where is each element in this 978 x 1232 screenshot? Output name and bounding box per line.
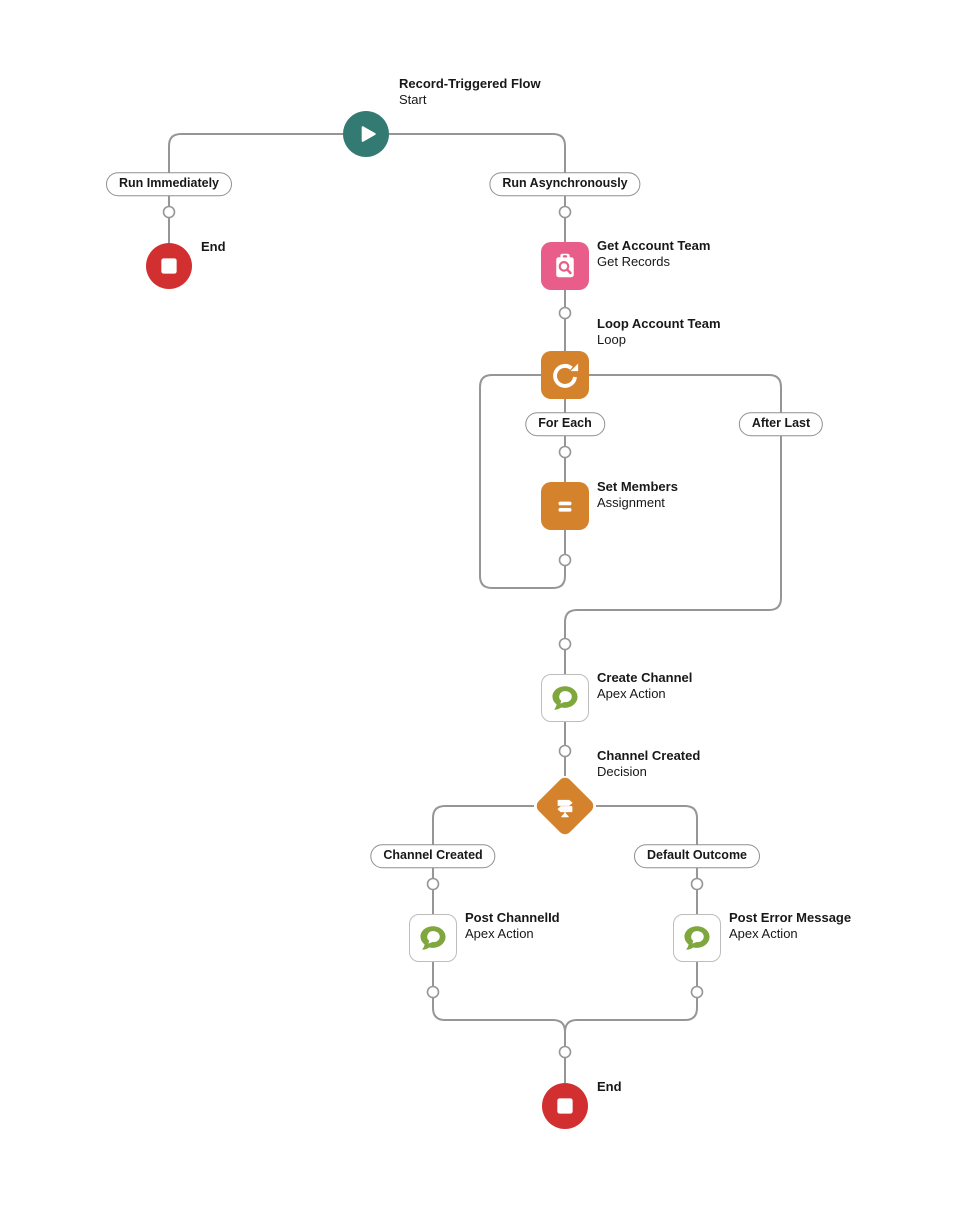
node-subtitle: Apex Action	[729, 926, 798, 941]
connector-start-to-run-asynchronously	[389, 133, 566, 242]
start-title: Record-Triggered Flow	[399, 76, 541, 91]
node-subtitle: Loop	[597, 332, 626, 347]
start-node-label: Record-Triggered Flow Start	[399, 76, 541, 108]
add-node-circle[interactable]	[558, 553, 572, 567]
node-subtitle: Get Records	[597, 254, 670, 269]
branch-label-text: For Each	[538, 416, 592, 431]
add-node-circle[interactable]	[558, 1045, 572, 1059]
end-bottom-label: End	[597, 1079, 622, 1095]
node-title: Post ChannelId	[465, 910, 560, 925]
loop-account-team-node[interactable]	[541, 351, 589, 399]
start-subtitle: Start	[399, 92, 427, 107]
add-node-circle[interactable]	[426, 877, 440, 891]
get-account-team-label: Get Account Team Get Records	[597, 238, 710, 270]
stop-square-icon	[557, 1098, 573, 1114]
add-node-circle[interactable]	[558, 205, 572, 219]
add-node-circle[interactable]	[558, 744, 572, 758]
clipboard-search-icon	[556, 253, 574, 278]
connector-decision-right	[596, 805, 698, 914]
add-node-circle[interactable]	[558, 637, 572, 651]
branch-label-text: Channel Created	[383, 848, 483, 863]
branch-label-default-outcome: Default Outcome	[633, 844, 761, 868]
add-node-circle[interactable]	[426, 985, 440, 999]
create-channel-node[interactable]	[541, 674, 589, 722]
loop-account-team-label: Loop Account Team Loop	[597, 316, 721, 348]
post-error-message-node[interactable]	[673, 914, 721, 962]
branch-label-text: Default Outcome	[646, 848, 748, 863]
node-title: Channel Created	[597, 748, 701, 763]
play-icon	[361, 126, 376, 142]
end-left-title: End	[201, 239, 226, 254]
post-channelid-label: Post ChannelId Apex Action	[465, 910, 560, 942]
node-subtitle: Decision	[597, 764, 647, 779]
end-bottom-title: End	[597, 1079, 622, 1094]
branch-label-channel-created: Channel Created	[370, 844, 496, 868]
chat-bubble-icon	[681, 922, 713, 954]
start-node[interactable]	[343, 111, 389, 157]
add-node-circle[interactable]	[558, 306, 572, 320]
node-title: Post Error Message	[729, 910, 852, 925]
add-node-circle[interactable]	[690, 985, 704, 999]
chat-bubble-icon	[417, 922, 449, 954]
node-title: Get Account Team	[597, 238, 711, 253]
node-subtitle: Apex Action	[597, 686, 666, 701]
branch-label-text: Run Asynchronously	[502, 176, 628, 191]
connector-loop-after-last	[564, 374, 782, 674]
add-node-circle[interactable]	[558, 445, 572, 459]
loop-arrow-icon	[553, 363, 579, 388]
branch-label-run-asynchronously: Run Asynchronously	[489, 172, 641, 196]
branch-label-text: Run Immediately	[118, 176, 220, 191]
get-account-team-node[interactable]	[541, 242, 589, 290]
end-left-label: End	[201, 239, 226, 255]
connector-loop-back	[479, 374, 566, 589]
connector-merge-right	[564, 962, 698, 1033]
post-channelid-node[interactable]	[409, 914, 457, 962]
create-channel-label: Create Channel Apex Action	[597, 670, 692, 702]
node-subtitle: Apex Action	[465, 926, 534, 941]
set-members-node[interactable]	[541, 482, 589, 530]
node-title: Create Channel	[597, 670, 693, 685]
end-node-bottom[interactable]	[542, 1083, 588, 1129]
post-error-message-label: Post Error Message Apex Action	[729, 910, 851, 942]
node-title: Loop Account Team	[597, 316, 721, 331]
signpost-icon	[557, 799, 573, 818]
connector-merge-left	[432, 962, 566, 1033]
branch-label-for-each: For Each	[525, 412, 605, 436]
stop-square-icon	[161, 258, 177, 274]
end-node-left[interactable]	[146, 243, 192, 289]
connector-decision-left	[432, 805, 534, 914]
add-node-circle[interactable]	[162, 205, 176, 219]
chat-bubble-icon	[549, 682, 581, 714]
channel-created-decision-node[interactable]	[533, 774, 597, 838]
node-subtitle: Assignment	[597, 495, 665, 510]
channel-created-decision-label: Channel Created Decision	[597, 748, 700, 780]
set-members-label: Set Members Assignment	[597, 479, 678, 511]
branch-label-run-immediately: Run Immediately	[105, 172, 233, 196]
equals-icon	[558, 501, 572, 512]
branch-label-after-last: After Last	[738, 412, 824, 436]
add-node-circle[interactable]	[690, 877, 704, 891]
branch-label-text: After Last	[751, 416, 811, 431]
connector-start-to-run-immediately	[168, 133, 343, 243]
node-title: Set Members	[597, 479, 678, 494]
